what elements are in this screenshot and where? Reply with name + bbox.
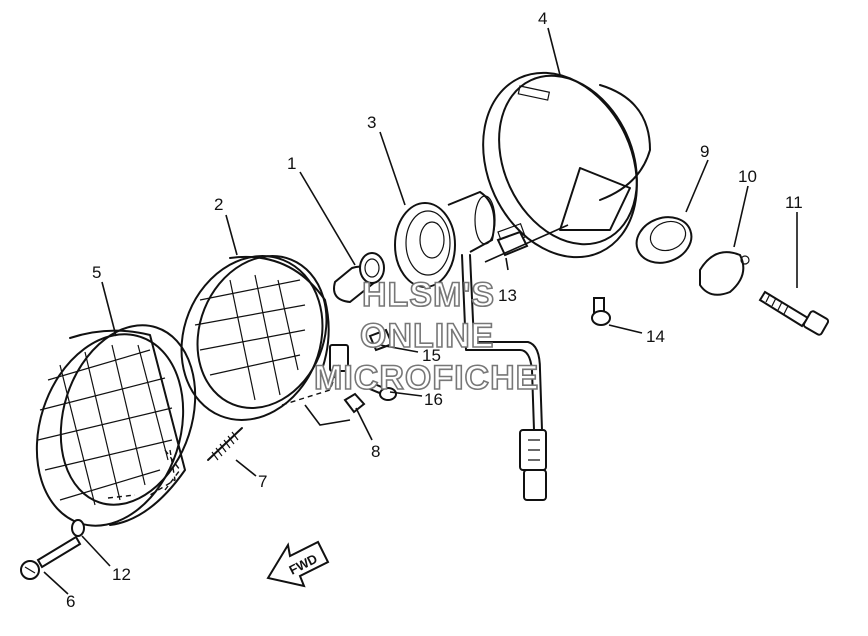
callout-8: 8 [371, 442, 380, 461]
callout-3: 3 [367, 113, 376, 132]
part-11-bolt [758, 290, 830, 336]
part-4-headlight-housing [482, 71, 651, 259]
part-5-headlight-guard [35, 324, 197, 527]
part-8-nut [343, 392, 366, 414]
part-14-screw [591, 297, 611, 326]
watermark: HLSM'S ONLINE MICROFICHE [313, 275, 539, 398]
wire-harness [461, 254, 547, 501]
part-3-socket [394, 190, 496, 288]
part-1-bulb [333, 252, 385, 304]
callout-15: 15 [422, 346, 441, 365]
callout-1: 1 [287, 154, 296, 173]
part-16-screw [368, 381, 397, 401]
fwd-arrow: FWD [266, 540, 330, 588]
callout-5: 5 [92, 263, 101, 282]
watermark-line-1: HLSM'S [362, 276, 495, 314]
callout-4: 4 [538, 9, 547, 28]
watermark-line-3: MICROFICHE [314, 359, 539, 397]
callout-2: 2 [214, 195, 223, 214]
callout-11: 11 [785, 193, 803, 212]
callout-12: 12 [112, 565, 131, 584]
callout-6: 6 [66, 592, 75, 611]
watermark-line-2: ONLINE [360, 317, 494, 355]
callout-13: 13 [498, 286, 517, 305]
part-6-screw [20, 535, 82, 580]
part-2-headlight-lens [180, 255, 349, 421]
callout-14: 14 [646, 327, 665, 346]
part-7-spring [207, 427, 243, 461]
part-15-nut [368, 328, 394, 352]
part-13-clip [496, 230, 529, 257]
part-12-washer [71, 519, 85, 537]
callout-10: 10 [738, 167, 757, 186]
callout-9: 9 [700, 142, 709, 161]
part-10-cap [699, 251, 750, 296]
leader-lines [43, 27, 798, 595]
callout-7: 7 [258, 472, 267, 491]
callout-16: 16 [424, 390, 443, 409]
part-9-grommet [635, 216, 693, 264]
